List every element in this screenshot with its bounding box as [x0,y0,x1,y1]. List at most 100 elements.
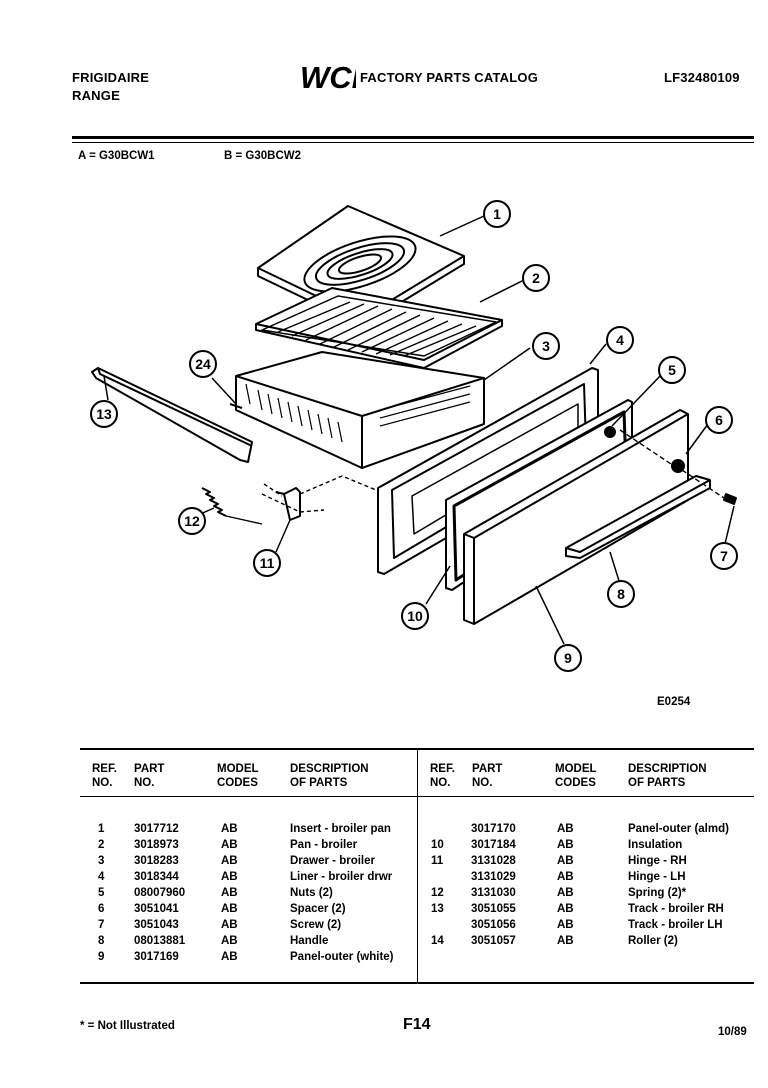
ref-cell: 5 [98,887,105,899]
model-code-cell: AB [557,839,574,851]
description-cell: Spring (2)* [628,887,687,899]
spacer [671,459,685,473]
ref-cell: 7 [98,919,105,931]
revision-date: 10/89 [718,1026,747,1038]
description-cell: Track - broiler RH [628,903,724,915]
description-cell: Nuts (2) [290,887,333,899]
part-number-cell: 3051056 [471,919,516,931]
description-cell: Liner - broiler drwr [290,871,393,883]
description-cell: Handle [290,935,329,947]
ref-cell: 6 [98,903,105,915]
right-model-header: MODEL CODES [555,762,597,790]
description-cell: Spacer (2) [290,903,346,915]
ref-cell: 11 [431,855,444,867]
ref-cell [431,869,471,885]
description-cell: Hinge - RH [628,855,687,867]
part-header-r2: NO. [472,777,493,789]
model-code-cell: AB [557,871,574,883]
table-row: 5 08007960 AB Nuts (2) [98,885,420,901]
part-header-l1: PART [134,763,165,775]
callout-2: 2 [532,270,540,286]
model-header-l2: CODES [217,777,258,789]
desc-header-r1: DESCRIPTION [628,763,707,775]
product-name: RANGE [72,88,120,103]
description-cell: Track - broiler LH [628,919,723,931]
ref-cell: 9 [98,951,105,963]
broiler-pan [255,287,503,369]
footnote: * = Not Illustrated [80,1020,175,1032]
ref-cell: 10 [431,839,444,851]
model-code-cell: AB [557,855,574,867]
callout-1: 1 [493,206,501,222]
ref-cell: 13 [431,903,444,915]
catalog-code: LF32480109 [664,70,740,85]
table-row: 3051056 AB Track - broiler LH [431,917,758,933]
right-ref-header: REF. NO. [430,762,455,790]
model-code-cell: AB [221,887,238,899]
description-cell: Roller (2) [628,935,678,947]
part-header-l2: NO. [134,777,155,789]
description-cell: Hinge - LH [628,871,686,883]
part-number-cell: 3018344 [134,871,179,883]
table-top-rule [80,748,754,750]
ref-header-r2: NO. [430,777,451,789]
desc-header-l1: DESCRIPTION [290,763,369,775]
callout-8: 8 [617,586,625,602]
part-number-cell: 3131029 [471,871,516,883]
model-code-cell: AB [557,887,574,899]
ref-cell: 2 [98,839,105,851]
ref-cell: 4 [98,871,105,883]
catalog-title: FACTORY PARTS CATALOG [360,70,539,85]
part-number-cell: 3017170 [471,823,516,835]
part-number-cell: 3017169 [134,951,179,963]
part-number-cell: 3131030 [471,887,516,899]
left-part-header: PART NO. [134,762,164,790]
callout-5: 5 [668,362,676,378]
desc-header-l2: OF PARTS [290,777,348,789]
model-code-cell: AB [557,919,574,931]
model-code-cell: AB [221,855,238,867]
right-part-header: PART NO. [472,762,502,790]
model-code-cell: AB [221,871,238,883]
part-header-r1: PART [472,763,503,775]
description-cell: Insulation [628,839,683,851]
description-cell: Panel-outer (almd) [628,823,729,835]
callout-4: 4 [616,332,624,348]
description-cell: Drawer - broiler [290,855,375,867]
ref-header-l1: REF. [92,763,117,775]
right-desc-header: DESCRIPTION OF PARTS [628,762,707,790]
left-ref-header: REF. NO. [92,762,117,790]
table-row: 3131029 AB Hinge - LH [431,869,758,885]
ref-cell [431,917,471,933]
ref-cell: 8 [98,935,105,947]
broiler-drawer [229,351,485,469]
model-code-cell: AB [557,903,574,915]
model-code-cell: AB [221,839,238,851]
callout-11: 11 [260,555,275,571]
wci-logo: WCI [298,60,362,95]
part-number-cell: 3017712 [134,823,179,835]
brand-name: FRIGIDAIRE [72,70,150,85]
part-number-cell: 3018283 [134,855,179,867]
part-number-cell: 3051055 [471,903,516,915]
part-number-cell: 3018973 [134,839,179,851]
logo-text: WCI [300,60,356,92]
model-a-label: A = G30BCW1 [78,150,155,162]
model-code-cell: AB [221,823,238,835]
spring [201,487,263,525]
model-code-cell: AB [557,935,574,947]
part-number-cell: 3017184 [471,839,516,851]
model-code-cell: AB [221,935,238,947]
header-rule-thick [72,136,754,139]
model-b-label: B = G30BCW2 [224,150,302,162]
desc-header-r2: OF PARTS [628,777,686,789]
ref-cell: 3 [98,855,105,867]
part-number-cell: 08007960 [134,887,186,899]
